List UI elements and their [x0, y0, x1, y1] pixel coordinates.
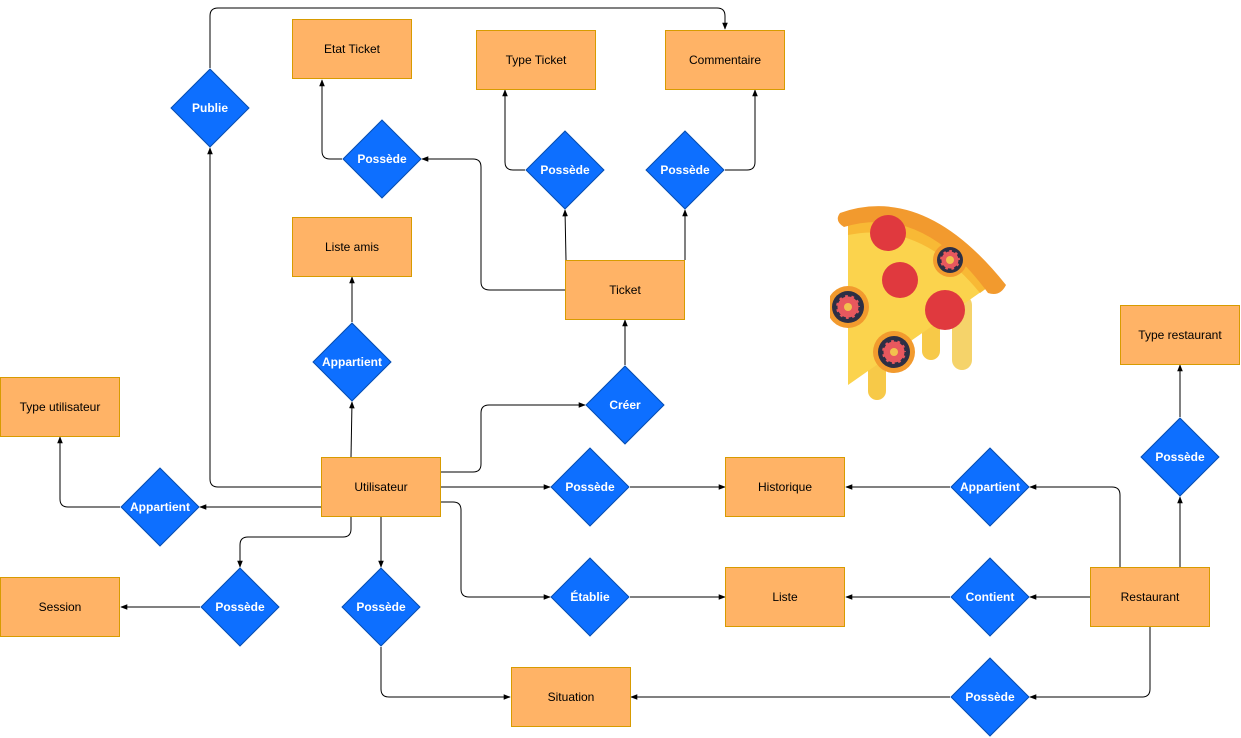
relation-possede-session[interactable]: Possède	[200, 567, 280, 647]
entity-commentaire[interactable]: Commentaire	[665, 30, 785, 90]
edge-possede-type-ticket	[502, 89, 525, 171]
relation-possede-commentaire[interactable]: Possède	[645, 130, 725, 210]
edge-restaurant-appartient	[1029, 484, 1121, 567]
edge-utilisateur-creer	[441, 402, 586, 473]
relation-contient[interactable]: Contient	[950, 557, 1030, 637]
edge-possede-situation	[380, 647, 511, 700]
edge-publie-commentaire	[209, 7, 728, 68]
edge-utilisateur-etablie	[441, 501, 551, 600]
edge-utilisateur-possede-session	[237, 517, 352, 568]
entity-session[interactable]: Session	[0, 577, 120, 637]
relation-publie[interactable]: Publie	[170, 68, 250, 148]
edge-ticket-possede-etat	[421, 156, 565, 291]
entity-liste-amis[interactable]: Liste amis	[292, 217, 412, 277]
edge-possede-etat	[319, 79, 342, 160]
relation-possede-type-restaurant[interactable]: Possède	[1140, 417, 1220, 497]
relation-appartient-historique[interactable]: Appartient	[950, 447, 1030, 527]
entity-etat-ticket[interactable]: Etat Ticket	[292, 19, 412, 79]
edge-possede-commentaire	[725, 89, 758, 171]
relation-possede-situation[interactable]: Possède	[341, 567, 421, 647]
pizza-slice-icon	[830, 206, 1006, 400]
entity-liste[interactable]: Liste	[725, 567, 845, 627]
entity-type-ticket[interactable]: Type Ticket	[476, 30, 596, 90]
entity-restaurant[interactable]: Restaurant	[1090, 567, 1210, 627]
relation-appartient-liste-amis[interactable]: Appartient	[312, 322, 392, 402]
entity-historique[interactable]: Historique	[725, 457, 845, 517]
entity-ticket[interactable]: Ticket	[565, 260, 685, 320]
relation-creer[interactable]: Créer	[585, 365, 665, 445]
edge-ticket-possede-type	[562, 209, 568, 261]
relation-etablie[interactable]: Établie	[550, 557, 630, 637]
edge-appartient-type-utilisateur	[57, 436, 120, 508]
relation-possede-type-ticket[interactable]: Possède	[525, 130, 605, 210]
relation-possede-historique[interactable]: Possède	[550, 447, 630, 527]
relation-possede-situation-restaurant[interactable]: Possède	[950, 657, 1030, 737]
entity-type-restaurant[interactable]: Type restaurant	[1120, 305, 1240, 365]
entity-situation[interactable]: Situation	[511, 667, 631, 727]
entity-type-utilisateur[interactable]: Type utilisateur	[0, 377, 120, 437]
edge-restaurant-possede-situation	[1029, 627, 1151, 700]
relation-possede-etat[interactable]: Possède	[342, 119, 422, 199]
edge-utilisateur-publie	[207, 147, 321, 488]
edge-utilisateur-appartient	[349, 401, 355, 458]
relation-appartient-type-utilisateur[interactable]: Appartient	[120, 467, 200, 547]
entity-utilisateur[interactable]: Utilisateur	[321, 457, 441, 517]
